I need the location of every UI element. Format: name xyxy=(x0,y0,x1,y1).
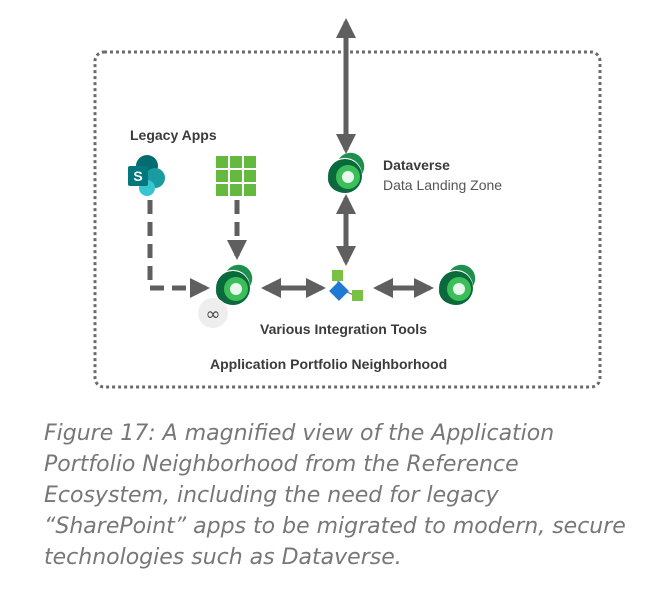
integration-icon xyxy=(329,270,363,301)
infinity-icon: ∞ xyxy=(198,298,228,328)
dataverse-title: Dataverse xyxy=(383,157,450,173)
infinity-symbol: ∞ xyxy=(206,304,221,325)
svg-text:S: S xyxy=(133,168,142,184)
dataverse-icon xyxy=(327,152,365,193)
dataverse-icon xyxy=(215,264,253,305)
neighborhood-boundary xyxy=(93,50,602,389)
integration-tools-label: Various Integration Tools xyxy=(260,321,427,337)
neighborhood-label: Application Portfolio Neighborhood xyxy=(210,356,448,372)
dataverse-icon xyxy=(438,264,476,305)
figure-caption: Figure 17: A magnified view of the Appli… xyxy=(44,421,626,570)
app-grid-icon xyxy=(216,156,256,196)
sharepoint-icon: S xyxy=(128,155,165,196)
dataverse-subtitle: Data Landing Zone xyxy=(383,177,503,193)
sharepoint-migration-connector xyxy=(147,200,210,298)
legacy-apps-label: Legacy Apps xyxy=(130,127,217,143)
